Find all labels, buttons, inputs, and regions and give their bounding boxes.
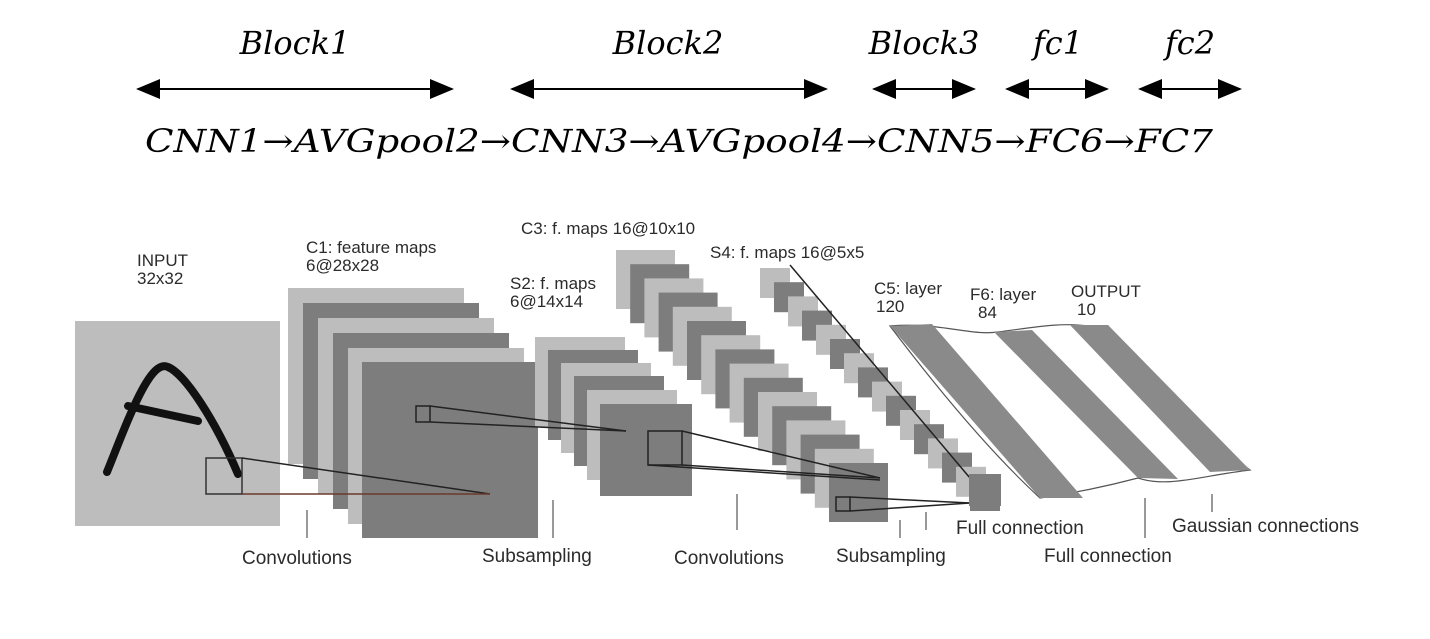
- f6-size: 84: [978, 303, 997, 322]
- c1-title: C1: feature maps: [306, 238, 436, 257]
- s4-title: S4: f. maps 16@5x5: [710, 243, 864, 262]
- c1-map: [362, 362, 538, 538]
- c3-feature-maps: [616, 250, 888, 522]
- operation-ticks: [306, 494, 1213, 538]
- c5-layer-band: [890, 324, 1083, 498]
- s2-title: S2: f. maps: [510, 274, 596, 293]
- c5-size: 120: [876, 297, 904, 316]
- pipeline-cnn1: CNN1: [145, 122, 262, 160]
- input-image: [75, 321, 280, 526]
- c3-title: C3: f. maps 16@10x10: [521, 219, 695, 238]
- pipeline-arrow: →: [994, 122, 1025, 160]
- input-size: 32x32: [137, 269, 183, 288]
- pipeline-arrow: →: [846, 122, 877, 160]
- pipeline-arrow: →: [480, 122, 511, 160]
- pipeline-arrow: →: [1104, 122, 1135, 160]
- input-title: INPUT: [137, 251, 188, 270]
- pipeline-arrow: →: [262, 122, 293, 160]
- s2-map: [600, 404, 692, 496]
- op-full-connection-2: Full connection: [1044, 546, 1172, 567]
- op-full-connection-1: Full connection: [956, 518, 1084, 539]
- pipeline-avgpool4: AVGpool4: [656, 122, 846, 160]
- c1-receptive-field: [415, 405, 431, 423]
- pipeline-arrow: →: [628, 122, 659, 160]
- pipeline-fc6: FC6: [1024, 122, 1103, 160]
- c5-title: C5: layer: [874, 279, 942, 298]
- fc2-label: fc2: [1163, 24, 1215, 62]
- output-layer-band: [1070, 325, 1250, 472]
- output-size: 10: [1077, 300, 1096, 319]
- op-convolutions-2: Convolutions: [674, 548, 784, 569]
- block2-label: Block2: [612, 24, 724, 62]
- op-subsampling-1: Subsampling: [482, 546, 592, 567]
- op-convolutions-1: Convolutions: [242, 548, 352, 569]
- op-gaussian-connections: Gaussian connections: [1172, 516, 1359, 537]
- s2-receptive-field: [647, 430, 683, 466]
- block3-label: Block3: [868, 24, 980, 62]
- fully-connected-envelope: [888, 324, 1252, 499]
- letter-a-glyph: [103, 362, 242, 478]
- c3-receptive-field: [835, 496, 851, 512]
- c1-feature-maps: [288, 288, 538, 538]
- pipeline-cnn5: CNN5: [877, 122, 994, 160]
- s2-feature-maps: [535, 337, 692, 496]
- pipeline-cnn3: CNN3: [511, 122, 628, 160]
- c1-size: 6@28x28: [306, 256, 379, 275]
- op-subsampling-2: Subsampling: [836, 546, 946, 567]
- output-title: OUTPUT: [1071, 282, 1141, 301]
- block1-label: Block1: [239, 24, 351, 62]
- pipeline-fc7: FC7: [1134, 122, 1214, 160]
- fc1-label: fc1: [1031, 24, 1083, 62]
- pipeline-avgpool2: AVGpool2: [290, 122, 480, 160]
- s2-size: 6@14x14: [510, 292, 583, 311]
- pipeline-formula: CNN1→AVGpool2→CNN3→AVGpool4→CNN5→FC6→FC7: [145, 122, 1214, 160]
- c5-unit-box: [969, 474, 1001, 506]
- f6-title: F6: layer: [970, 285, 1036, 304]
- input-receptive-field: [205, 457, 243, 495]
- c3-map: [829, 463, 888, 522]
- connection-lines: [241, 264, 971, 512]
- f6-layer-band: [994, 330, 1178, 479]
